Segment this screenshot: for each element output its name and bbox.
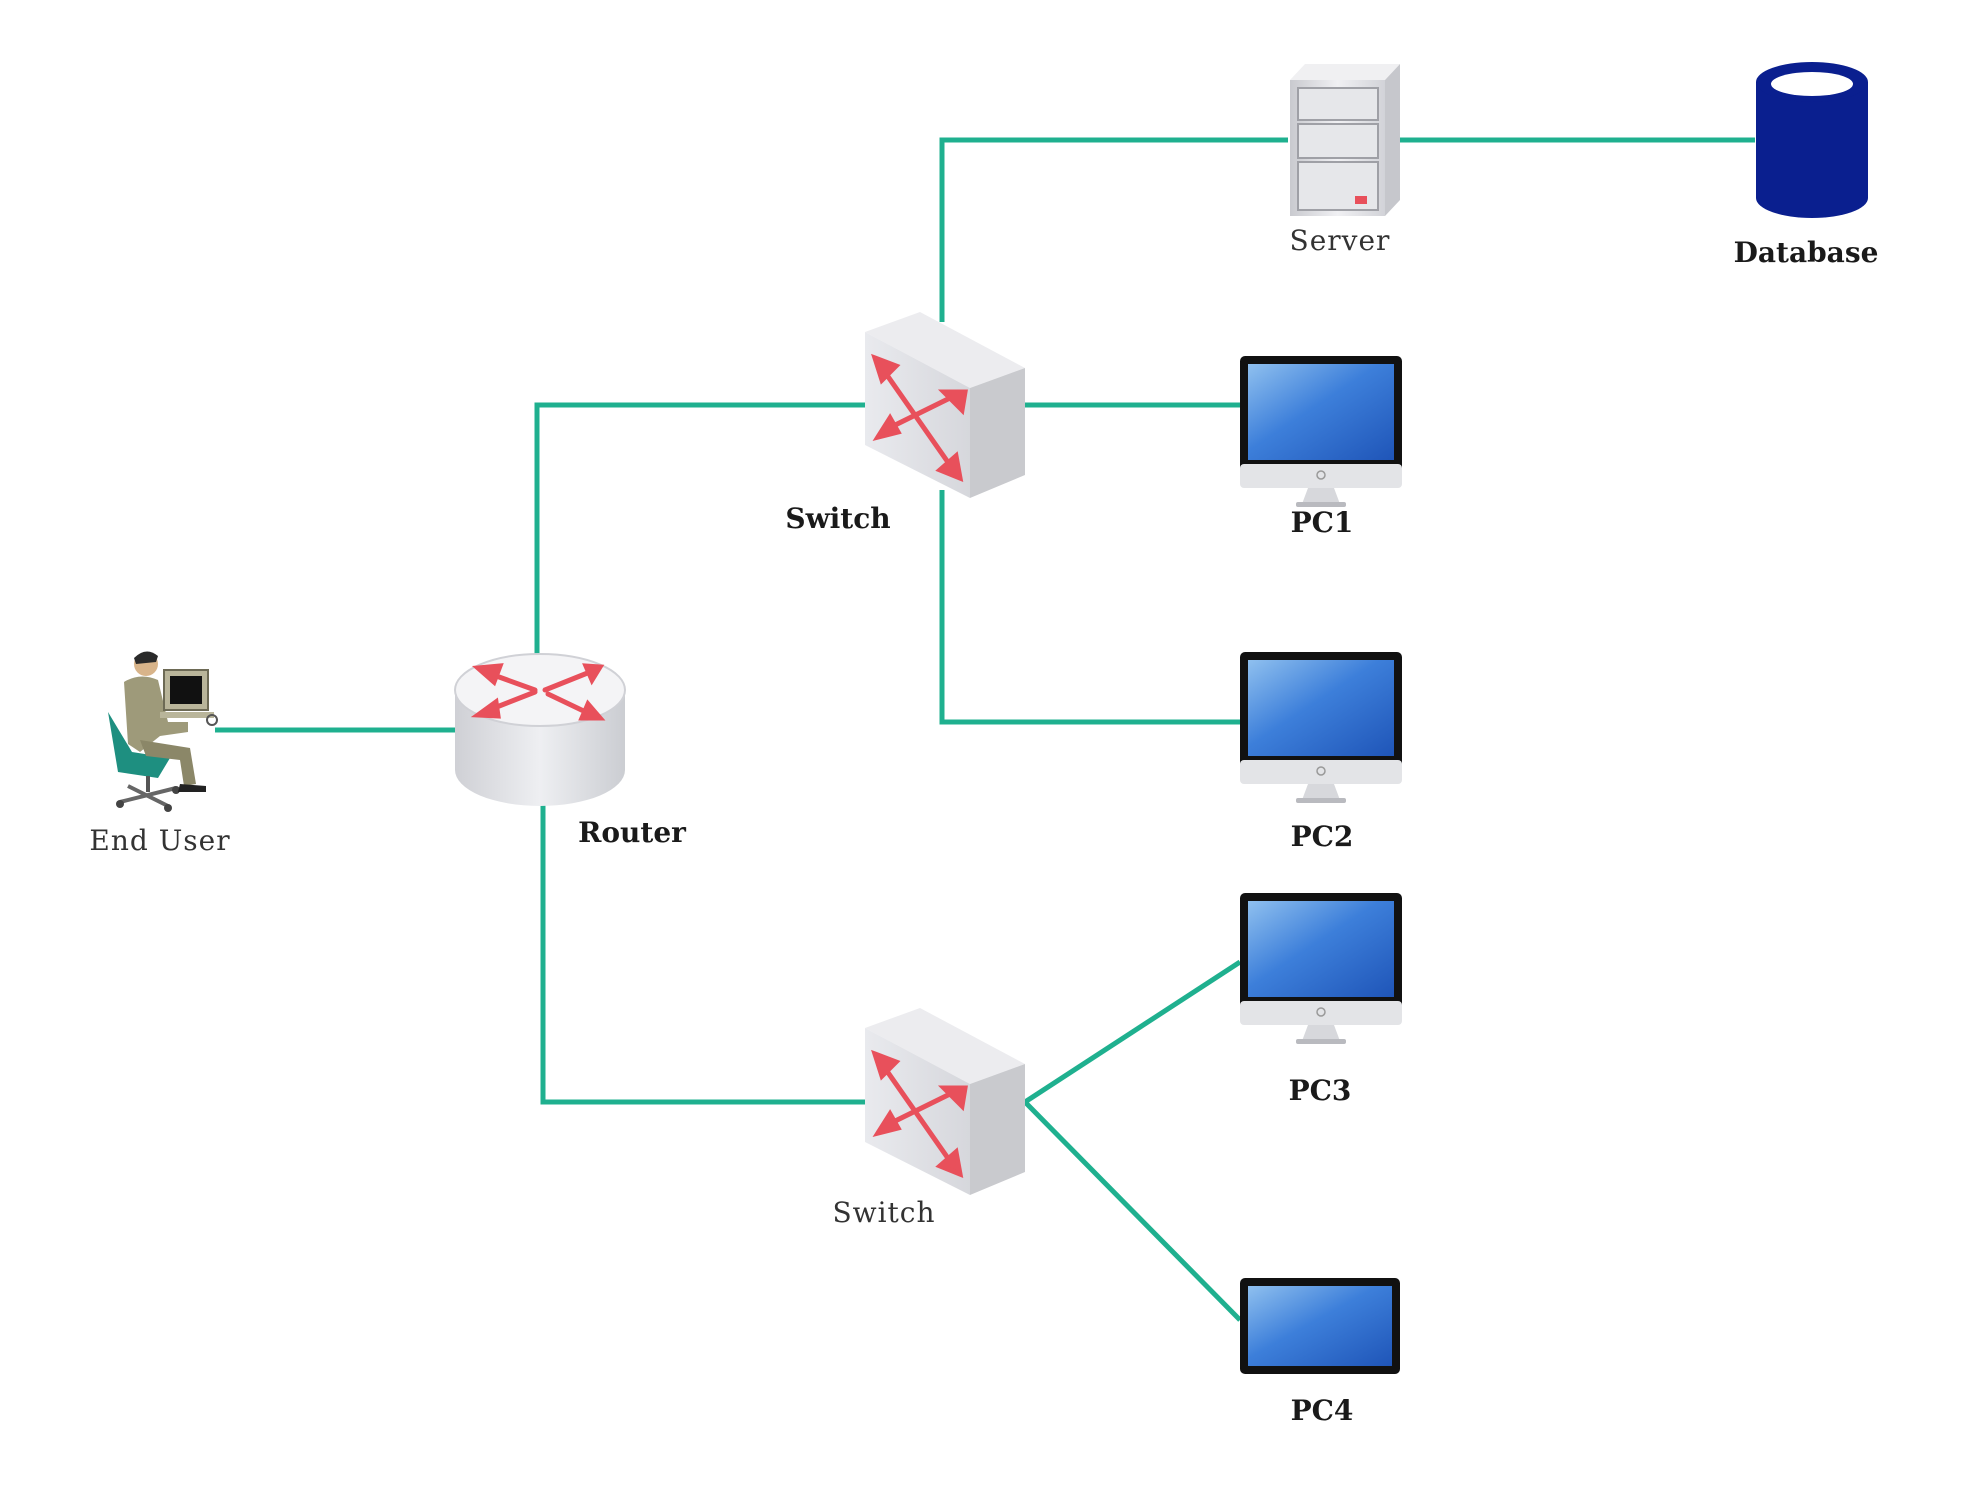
router-label: Router xyxy=(578,816,687,849)
pc3-label: PC3 xyxy=(1289,1074,1352,1107)
node-switch-top: Switch xyxy=(785,312,1025,535)
laptop-screen-icon xyxy=(1240,1278,1400,1374)
link-switch-server xyxy=(939,137,1288,322)
server-icon xyxy=(1290,64,1400,216)
node-database: Database xyxy=(1734,62,1879,269)
monitor-icon xyxy=(1240,893,1402,1044)
link-switch-pc2 xyxy=(939,490,1240,725)
pc4-label: PC4 xyxy=(1291,1394,1354,1427)
switch-top-label: Switch xyxy=(785,502,890,535)
server-label: Server xyxy=(1290,224,1391,257)
monitor-icon xyxy=(1240,652,1402,803)
pc1-label: PC1 xyxy=(1291,506,1354,539)
node-pc1: PC1 xyxy=(1240,356,1402,539)
database-icon xyxy=(1756,62,1868,218)
switch-icon xyxy=(865,312,1025,498)
link-switch-pc4 xyxy=(1023,1100,1242,1322)
links xyxy=(215,137,1755,1322)
node-switch-bottom: Switch xyxy=(832,1008,1025,1229)
switch-icon xyxy=(865,1008,1025,1195)
node-pc2: PC2 xyxy=(1240,652,1402,853)
person-at-computer-icon xyxy=(108,651,218,812)
link-router-switch-bottom xyxy=(540,805,865,1105)
switch-bottom-label: Switch xyxy=(832,1196,935,1229)
database-label: Database xyxy=(1734,236,1879,269)
node-pc4: PC4 xyxy=(1240,1278,1400,1427)
node-end-user: End User xyxy=(89,651,230,857)
link-router-switch-top xyxy=(534,402,865,655)
end-user-label: End User xyxy=(89,824,230,857)
pc2-label: PC2 xyxy=(1291,820,1354,853)
node-pc3: PC3 xyxy=(1240,893,1402,1107)
router-icon xyxy=(454,653,626,806)
link-switch-pc3 xyxy=(1023,959,1242,1105)
node-server: Server xyxy=(1290,64,1400,257)
monitor-icon xyxy=(1240,356,1402,507)
node-router: Router xyxy=(454,653,687,849)
